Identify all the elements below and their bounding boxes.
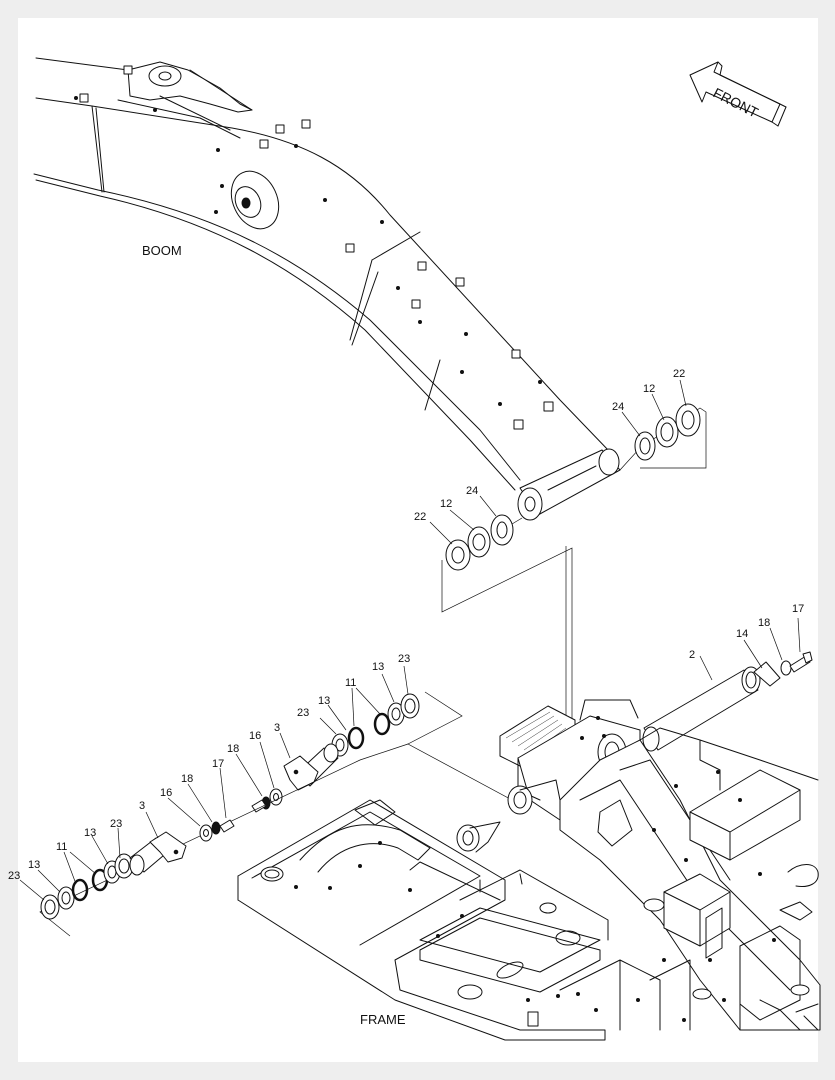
boom-bolt-heads [74,65,554,430]
lower-cylinder-pin-group: 17 18 16 3 23 13 11 13 23 [8,743,409,937]
boom-label: BOOM [142,243,182,258]
shim-23-upper [400,693,420,719]
callout-23-lower-b: 23 [110,818,122,830]
shim-23-lower-b [114,853,134,879]
frame-label: FRAME [360,1012,406,1027]
callout-22-right: 22 [673,368,685,380]
upper-cylinder-pin-group: 23 13 11 13 23 3 16 18 [227,653,513,813]
thrust-washer-24-left [490,514,514,546]
callout-16-lower: 16 [160,787,172,799]
callout-12-left: 12 [440,498,452,510]
callout-18-lower: 18 [181,773,193,785]
callout-18-pin: 18 [758,617,770,629]
washer-18-pin [780,660,792,676]
washer-13-upper-b [387,702,405,726]
o-ring-11-upper-b [373,712,391,736]
boom: BOOM [33,57,621,521]
o-ring-11-upper-a [347,726,365,750]
callout-13-lower-a: 13 [28,859,40,871]
washer-16-upper [269,788,283,806]
callout-2: 2 [689,649,695,661]
shim-12-right [655,416,679,448]
callout-23-upper: 23 [297,707,309,719]
callout-24-right: 24 [612,401,624,413]
callout-17-lower: 17 [212,758,224,770]
callout-23-upper-b: 23 [398,653,410,665]
o-ring-11-lower-a [71,878,89,902]
shim-12-left [467,526,491,558]
shim-23-lower [40,894,60,920]
shim-22-right [675,403,701,437]
lock-plate-14 [753,661,781,687]
shim-22-left [445,539,471,571]
washer-16-lower [199,824,213,842]
boom-foot-pin-group: 2 14 18 17 [642,603,813,752]
boom-left-washer-group: 22 12 24 [414,485,573,788]
callout-18-upper: 18 [227,743,239,755]
bolt-17-lower [219,819,235,833]
washer-13-lower-a [57,886,75,910]
callout-11-upper: 11 [345,677,356,689]
callout-13-upper-a: 13 [318,695,330,707]
callout-13-upper-b: 13 [372,661,384,673]
frame: FRAME [237,699,821,1041]
callout-11-lower: 11 [56,841,67,853]
callout-3-upper: 3 [274,722,280,734]
washer-18-lower [211,821,221,835]
boom-right-washer-group: 24 12 22 [612,368,707,471]
thrust-washer-24-right [634,431,656,461]
callout-17-pin: 17 [792,603,804,615]
callout-12-right: 12 [643,383,655,395]
callout-13-lower-b: 13 [84,827,96,839]
bolt-17-pin [789,651,813,673]
callout-16-upper: 16 [249,730,261,742]
cylinder-pin-3-lower [129,831,187,876]
callout-14: 14 [736,628,748,640]
callout-22-left: 22 [414,511,426,523]
callout-24-left: 24 [466,485,478,497]
boom-foot-pin-2 [642,666,761,752]
callout-23-lower: 23 [8,870,20,882]
callout-3-lower: 3 [139,800,145,812]
